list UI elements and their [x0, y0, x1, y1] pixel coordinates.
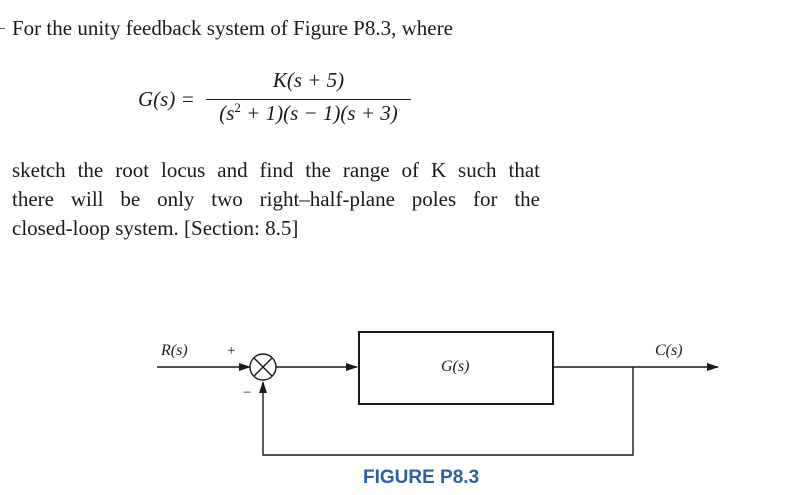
output-label: C(s) — [655, 342, 683, 360]
equation-numerator: K(s + 5) — [206, 68, 411, 93]
body-line-1: sketch the root locus and find the range… — [12, 158, 540, 182]
problem-body: sketch the root locus and find the range… — [12, 156, 540, 243]
problem-intro: For the unity feedback system of Figure … — [12, 16, 453, 40]
equation-lhs: G(s) = — [138, 87, 195, 112]
margin-rule — [0, 28, 5, 29]
input-label-text: R(s) — [161, 342, 188, 359]
denominator-pre: (s — [219, 101, 235, 125]
plus-sign: + — [227, 343, 236, 359]
equation-numerator-text: K(s + 5) — [272, 68, 345, 92]
output-label-text: C(s) — [655, 342, 683, 359]
block-label-text: G(s) — [441, 358, 470, 375]
denominator-post: + 1)(s − 1)(s + 3) — [240, 101, 398, 125]
plant-block — [358, 331, 554, 405]
summing-junction-icon — [249, 353, 277, 381]
body-line-2: there will be only two right–half-plane … — [12, 187, 540, 211]
equation-lhs-text: G(s) = — [138, 87, 195, 111]
equation-denominator: (s2 + 1)(s − 1)(s + 3) — [206, 101, 411, 126]
feedback-path-arrow — [259, 367, 634, 456]
block-label: G(s) — [441, 358, 469, 376]
figure-caption: FIGURE P8.3 — [363, 467, 480, 488]
minus-sign: − — [243, 385, 252, 401]
input-label: R(s) — [161, 342, 188, 360]
denominator-exponent: 2 — [234, 100, 241, 115]
fraction-bar — [206, 99, 411, 100]
body-line-3: closed-loop system. [Section: 8.5] — [12, 216, 299, 240]
